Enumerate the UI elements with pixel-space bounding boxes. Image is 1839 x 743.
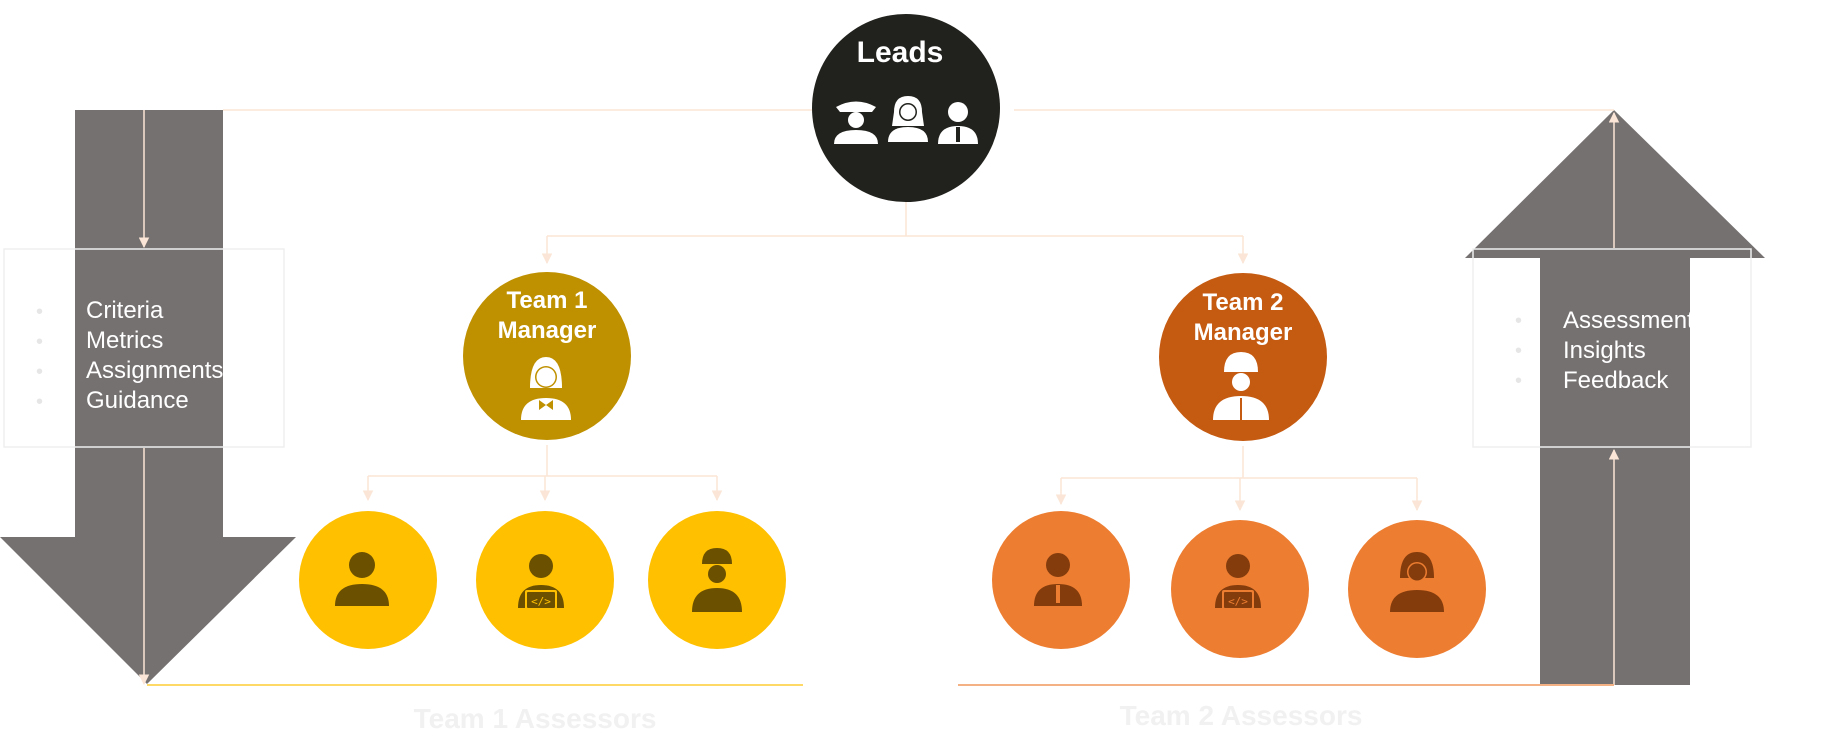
up-flow-arrow — [1465, 110, 1765, 685]
svg-text:•: • — [36, 391, 43, 413]
up-list-item: Insights — [1563, 337, 1646, 364]
team1-member-2: </> — [476, 511, 614, 649]
developer-icon: </> — [1215, 554, 1261, 610]
team2-manager-line2: Manager — [1194, 319, 1293, 346]
soldier-icon — [1213, 352, 1269, 420]
svg-text:</>: </> — [531, 595, 551, 608]
team2-member-2: </> — [1171, 520, 1309, 658]
team2-assessors-label: Team 2 Assessors — [1120, 700, 1363, 731]
up-list: • • • Assessments Insights Feedback — [1515, 307, 1706, 394]
down-list-item: Assignments — [86, 357, 223, 384]
team1-manager-line2: Manager — [498, 317, 597, 344]
svg-text:•: • — [36, 361, 43, 383]
team2-connectors — [1055, 446, 1423, 512]
female-manager-icon — [521, 357, 571, 420]
officer-icon — [834, 101, 878, 144]
svg-text:•: • — [36, 331, 43, 353]
team1-member-3 — [648, 511, 786, 649]
down-list-item: Criteria — [86, 297, 164, 324]
businessman-icon — [1034, 553, 1082, 606]
svg-text:•: • — [1515, 370, 1522, 392]
svg-text:•: • — [1515, 310, 1522, 332]
team1-connectors — [362, 445, 723, 502]
svg-text:•: • — [1515, 340, 1522, 362]
down-flow-arrow — [0, 110, 296, 686]
leads-node: Leads — [812, 14, 1000, 202]
man-icon — [335, 552, 389, 606]
team2-member-1 — [992, 511, 1130, 649]
down-list: • • • • Criteria Metrics Assignments Gui… — [36, 297, 223, 414]
woman-icon — [888, 96, 928, 142]
developer-icon: </> — [518, 554, 564, 610]
businessman-icon — [938, 102, 978, 144]
soldier-icon — [692, 548, 742, 612]
leads-title: Leads — [857, 36, 944, 69]
down-list-box — [3, 248, 285, 448]
svg-text:•: • — [36, 301, 43, 323]
woman-icon — [1390, 552, 1444, 612]
team1-assessors-label: Team 1 Assessors — [414, 703, 657, 734]
team2-manager-node: Team 2 Manager — [1159, 273, 1327, 441]
svg-text:</>: </> — [1228, 595, 1248, 608]
team2-member-3 — [1348, 520, 1486, 658]
team2-manager-line1: Team 2 — [1203, 289, 1284, 316]
team1-member-1 — [299, 511, 437, 649]
leads-to-managers-connector — [541, 198, 1249, 265]
up-list-item: Feedback — [1563, 367, 1669, 394]
team1-manager-node: Team 1 Manager — [463, 272, 631, 440]
up-list-item: Assessments — [1563, 307, 1706, 334]
team1-manager-line1: Team 1 — [507, 287, 588, 314]
down-list-item: Metrics — [86, 327, 163, 354]
down-list-item: Guidance — [86, 387, 189, 414]
up-list-box — [1472, 248, 1752, 448]
